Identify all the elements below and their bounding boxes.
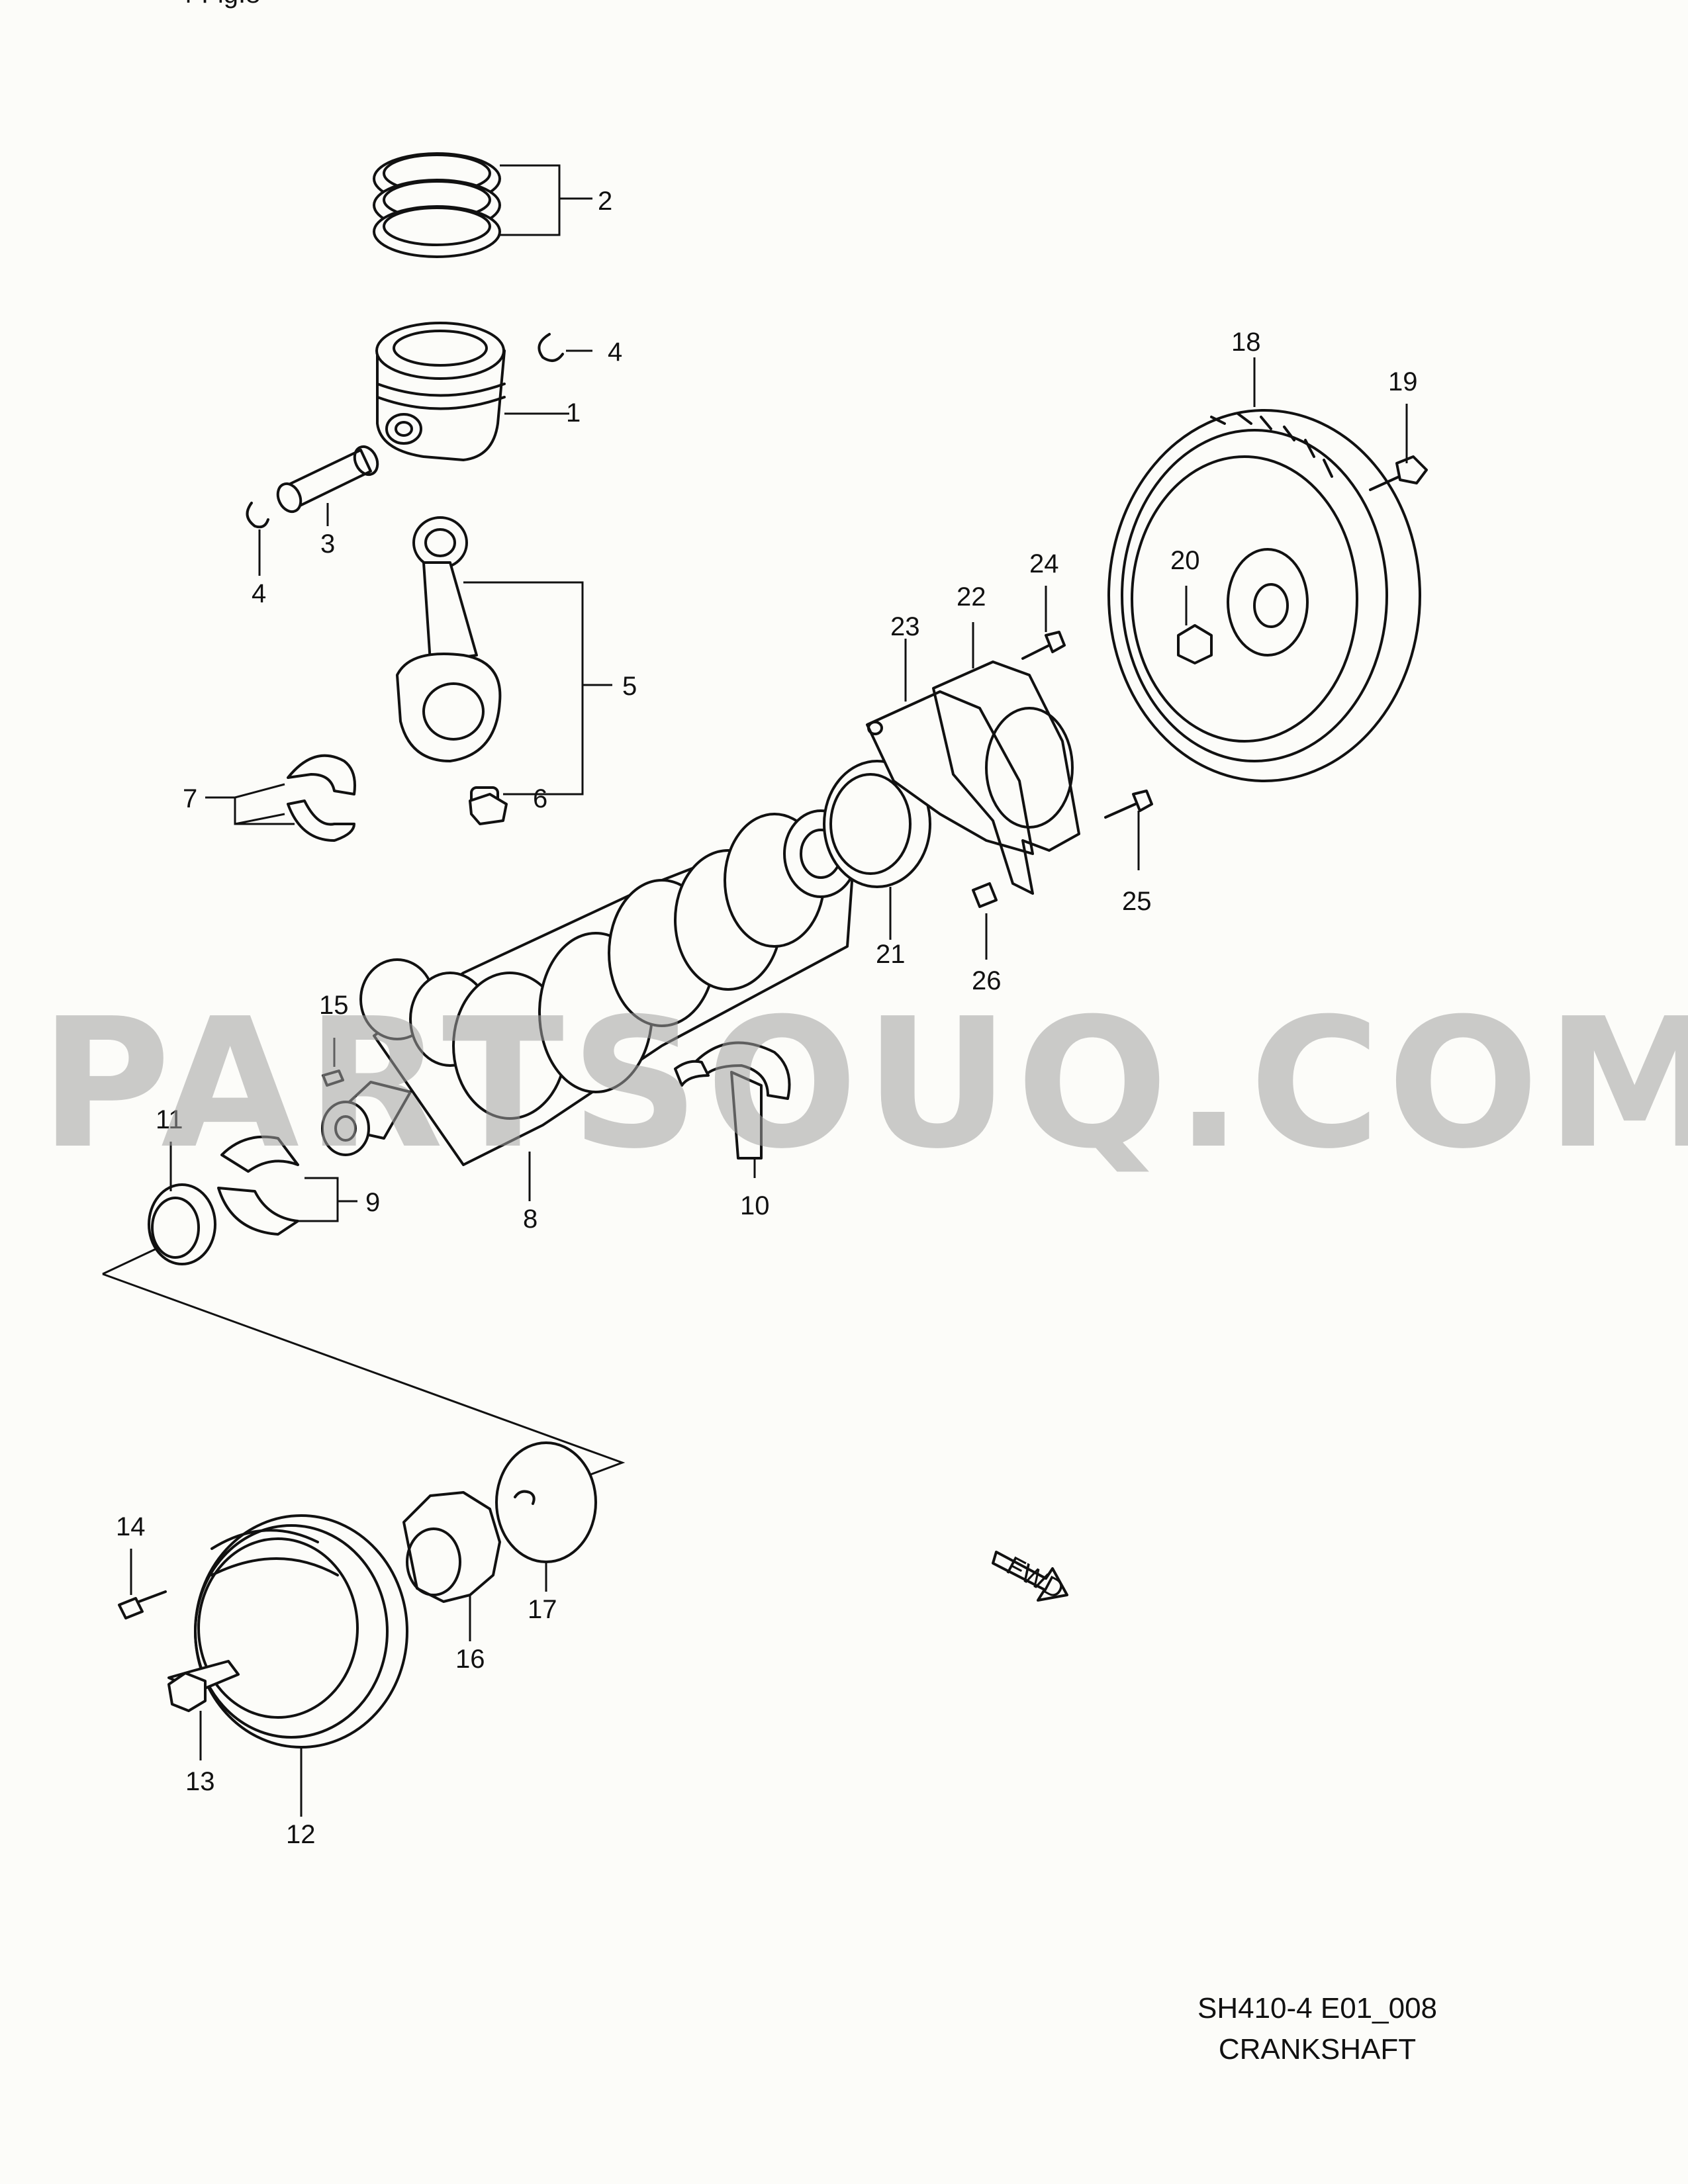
callout-9[interactable]: 9 bbox=[365, 1188, 380, 1217]
callout-6[interactable]: 6 bbox=[533, 784, 547, 813]
callout-19[interactable]: 19 bbox=[1388, 367, 1418, 396]
crankshaft-pulley[interactable] bbox=[194, 1514, 408, 1749]
callout-7[interactable]: 7 bbox=[183, 784, 197, 813]
pulley-bolt[interactable] bbox=[167, 1660, 240, 1712]
diagram-title: CRANKSHAFT bbox=[1218, 2033, 1417, 2066]
callout-22[interactable]: 22 bbox=[957, 582, 986, 612]
housing-bolt-upper[interactable] bbox=[1021, 631, 1066, 660]
header-text: r Fig.8 bbox=[185, 0, 260, 9]
callout-13[interactable]: 13 bbox=[185, 1767, 215, 1796]
callout-18[interactable]: 18 bbox=[1231, 328, 1261, 357]
flywheel-bolt[interactable] bbox=[1177, 624, 1213, 664]
callout-17[interactable]: 17 bbox=[528, 1595, 557, 1624]
callout-10[interactable]: 10 bbox=[740, 1191, 770, 1220]
crankshaft[interactable] bbox=[321, 809, 859, 1166]
flywheel-mount-bolt[interactable] bbox=[1369, 455, 1428, 491]
callout-21[interactable]: 21 bbox=[876, 940, 906, 969]
housing-gasket[interactable] bbox=[932, 660, 1080, 895]
crank-plate[interactable] bbox=[495, 1441, 597, 1563]
dowel-pin[interactable] bbox=[972, 882, 998, 908]
circlip-upper[interactable] bbox=[538, 333, 564, 362]
main-bearings[interactable] bbox=[674, 1041, 791, 1160]
callout-2[interactable]: 2 bbox=[598, 187, 612, 216]
housing-bolt-lower[interactable] bbox=[1104, 790, 1153, 819]
crank-key[interactable] bbox=[322, 1069, 344, 1087]
callout-16[interactable]: 16 bbox=[455, 1645, 485, 1674]
callout-20[interactable]: 20 bbox=[1170, 546, 1200, 575]
callout-11[interactable]: 11 bbox=[156, 1105, 183, 1134]
callout-15[interactable]: 15 bbox=[319, 991, 349, 1020]
oil-seal-housing[interactable] bbox=[866, 690, 1034, 855]
front-oil-seal[interactable] bbox=[148, 1183, 216, 1265]
fwd-arrow-icon: FWD bbox=[992, 1551, 1068, 1606]
flywheel[interactable] bbox=[1107, 409, 1421, 782]
callout-8[interactable]: 8 bbox=[523, 1205, 538, 1234]
callout-4-lower[interactable]: 4 bbox=[252, 579, 266, 608]
diagram-code: SH410-4 E01_008 bbox=[1197, 1992, 1438, 2025]
callout-12[interactable]: 12 bbox=[286, 1820, 316, 1849]
thrust-washers[interactable] bbox=[217, 1135, 299, 1236]
rear-oil-seal[interactable] bbox=[823, 760, 931, 888]
connecting-rod[interactable] bbox=[396, 516, 502, 812]
circlip-lower[interactable] bbox=[246, 502, 269, 529]
callout-5[interactable]: 5 bbox=[622, 672, 637, 701]
watermark: PARTSOUQ.COM bbox=[40, 979, 1688, 1188]
callout-24[interactable]: 24 bbox=[1029, 549, 1059, 578]
rod-nut[interactable] bbox=[469, 793, 508, 825]
callout-4-upper[interactable]: 4 bbox=[608, 338, 622, 367]
callout-3[interactable]: 3 bbox=[320, 529, 335, 559]
piston-pin[interactable] bbox=[273, 443, 382, 515]
piston-rings[interactable] bbox=[373, 152, 501, 258]
callout-14[interactable]: 14 bbox=[116, 1512, 146, 1541]
rod-bearings[interactable] bbox=[287, 754, 356, 842]
timing-sprocket[interactable] bbox=[402, 1491, 501, 1603]
small-bolt[interactable] bbox=[118, 1590, 167, 1619]
piston[interactable] bbox=[375, 322, 506, 461]
callout-25[interactable]: 25 bbox=[1122, 887, 1152, 916]
callout-23[interactable]: 23 bbox=[890, 612, 920, 641]
svg-text:FWD: FWD bbox=[1002, 1551, 1068, 1606]
callout-26[interactable]: 26 bbox=[972, 966, 1002, 995]
callout-1[interactable]: 1 bbox=[566, 398, 581, 428]
